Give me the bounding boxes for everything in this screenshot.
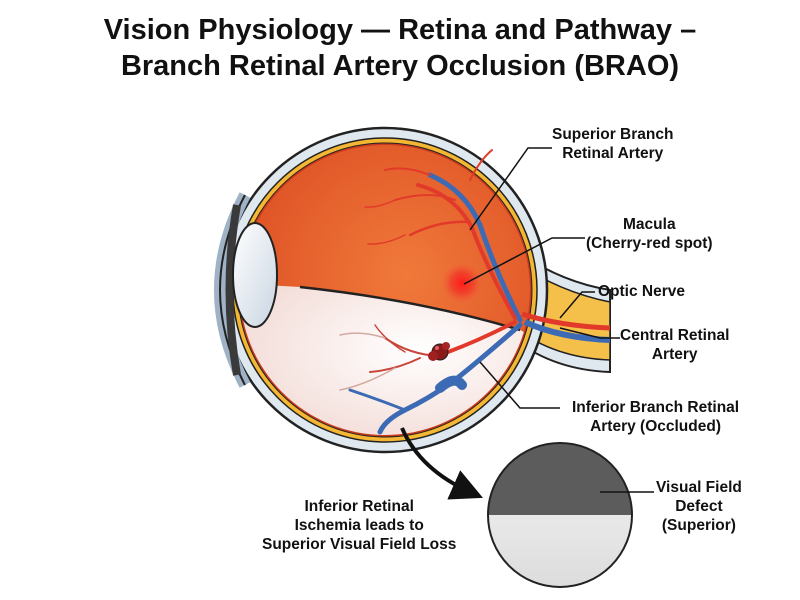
visual-field-circle: [487, 442, 633, 588]
label-central-retinal-artery: Central Retinal Artery: [620, 327, 730, 363]
label-superior-branch-retinal-artery: Superior Branch Retinal Artery: [552, 126, 674, 162]
ischemia-arrow: [400, 427, 483, 500]
central-retinal-artery: [521, 311, 611, 331]
retina-ischemic-region: [240, 283, 530, 435]
label-inferior-retinal-ischemia: Inferior Retinal Ischemia leads to Super…: [262, 498, 457, 553]
central-retinal-vein: [523, 319, 611, 343]
embolus: [428, 342, 450, 361]
label-inferior-branch-retinal-artery: Inferior Branch Retinal Artery (Occluded…: [572, 399, 740, 435]
label-optic-nerve: Optic Nerve: [598, 283, 686, 300]
label-macula: Macula (Cherry-red spot): [586, 216, 713, 252]
iris: [225, 204, 241, 376]
label-visual-field-defect: Visual Field Defect (Superior): [656, 479, 742, 534]
lens: [232, 222, 278, 328]
visual-field-defect-region: [488, 443, 632, 515]
page-title: Vision Physiology — Retina and Pathway –…: [0, 12, 800, 84]
macula-spot: [440, 261, 484, 305]
inferior-vessels: [339, 320, 523, 435]
leader-lines: [463, 147, 654, 493]
title-line-2: Branch Retinal Artery Occlusion (BRAO): [120, 50, 680, 82]
title-line-1: Vision Physiology — Retina and Pathway –: [103, 14, 697, 46]
